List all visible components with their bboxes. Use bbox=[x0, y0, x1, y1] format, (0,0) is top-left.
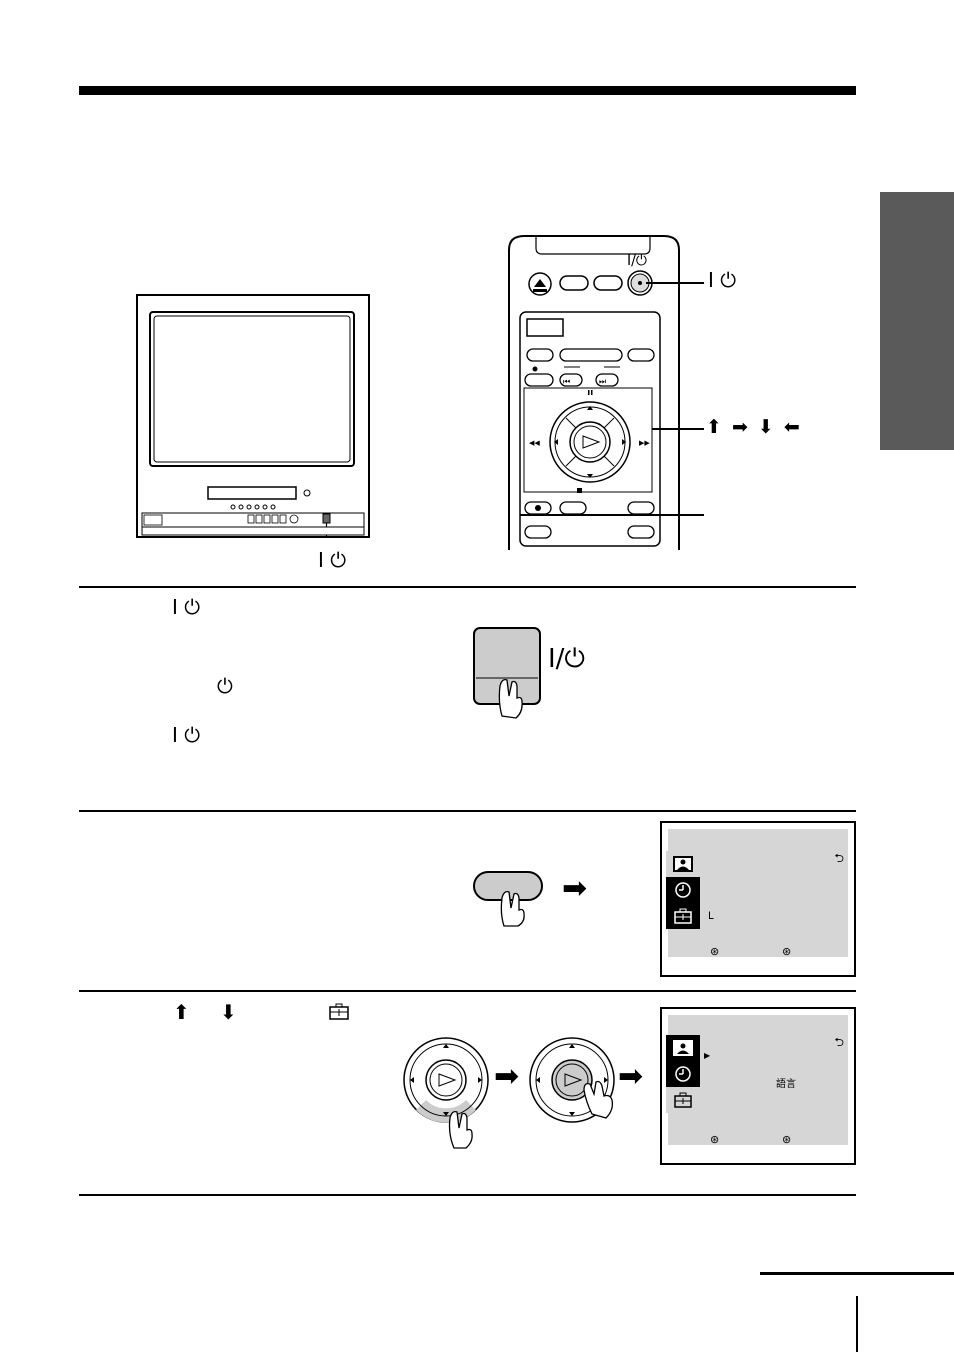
joystick-center-illustration bbox=[526, 1032, 620, 1132]
step3-arrow-2: ➡ bbox=[618, 1059, 644, 1094]
menu-screen-a: ▶ ⮌ ᒪ ⊛ ⊛ bbox=[660, 821, 856, 977]
side-tab bbox=[880, 192, 954, 450]
toolbox-icon bbox=[666, 1087, 700, 1113]
step1-standby-symbol: ⏻ bbox=[217, 674, 233, 698]
remote-illustration: ⏮ ⏭ ◀◀ ▶▶ bbox=[508, 234, 680, 550]
clock-icon bbox=[666, 1061, 700, 1087]
section-rule-4 bbox=[79, 1194, 856, 1196]
tv-illustration bbox=[136, 294, 370, 538]
nav-icon-left: ⊛ bbox=[710, 946, 720, 958]
menu-language-kanji: 語言 bbox=[776, 1079, 796, 1090]
joystick-down-illustration bbox=[400, 1036, 494, 1150]
svg-text:▶▶: ▶▶ bbox=[639, 439, 650, 447]
menu-button-illustration bbox=[472, 868, 544, 928]
step3-arrow-1: ➡ bbox=[494, 1059, 520, 1094]
nav-icon-left: ⊛ bbox=[710, 1134, 720, 1146]
tv-power-label: I ⏻ bbox=[318, 548, 347, 572]
callout-power bbox=[646, 282, 704, 284]
selection-pointer-icon: ▶ bbox=[704, 1051, 711, 1060]
nav-icon-right: ⊛ bbox=[782, 946, 792, 958]
callout-menu bbox=[520, 514, 704, 516]
step3-up-arrow: ⬆ bbox=[173, 1000, 190, 1024]
section-rule-3 bbox=[79, 990, 856, 992]
footer-continued-rule bbox=[760, 1272, 954, 1275]
step1-power-symbol-b: I ⏻ bbox=[172, 723, 201, 747]
header-rule bbox=[79, 86, 856, 95]
step2-arrow-icon: ➡ bbox=[562, 871, 588, 906]
svg-text:⏮: ⏮ bbox=[563, 377, 570, 386]
power-button-illustration bbox=[472, 626, 544, 720]
footer-page-divider bbox=[856, 1296, 858, 1352]
nav-icon-right: ⊛ bbox=[782, 1134, 792, 1146]
step3-toolbox-icon bbox=[328, 1002, 350, 1020]
section-rule-1 bbox=[79, 586, 856, 588]
section-rule-2 bbox=[79, 810, 856, 812]
step3-down-arrow: ⬇ bbox=[220, 1000, 237, 1024]
picture-person-icon bbox=[666, 851, 700, 877]
remote-power-label: I ⏻ bbox=[708, 268, 737, 292]
step1-power-symbol-a: I ⏻ bbox=[172, 595, 201, 619]
clock-icon bbox=[666, 877, 700, 903]
callout-arrows bbox=[652, 428, 704, 430]
remote-top-power-label: I/⏻ bbox=[627, 253, 647, 269]
power-button-label: I/⏻ bbox=[548, 644, 585, 674]
picture-person-icon bbox=[666, 1035, 700, 1061]
svg-text:⏭: ⏭ bbox=[599, 377, 606, 386]
menu-screen-b: ▶ ⮌ 語言 ⊛ ⊛ bbox=[660, 1007, 856, 1165]
menu-tick-mark: ᒪ bbox=[708, 911, 714, 922]
arrow-keys-label: ⬆ ➡ ⬇ ⬅ bbox=[706, 416, 802, 438]
return-arrow-icon: ⮌ bbox=[834, 1035, 844, 1049]
toolbox-icon bbox=[666, 903, 700, 929]
return-arrow-icon: ⮌ bbox=[834, 851, 844, 865]
svg-text:◀◀: ◀◀ bbox=[529, 439, 540, 447]
